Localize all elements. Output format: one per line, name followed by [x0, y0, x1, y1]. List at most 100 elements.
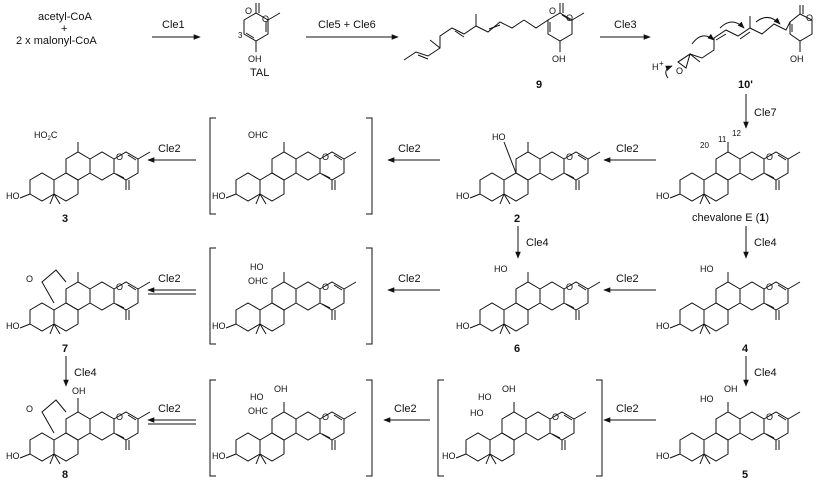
enzyme-7-to-8: Cle4 — [74, 367, 97, 379]
compound-5-structure — [669, 401, 801, 465]
enzyme-1-to-2: Cle2 — [616, 143, 639, 155]
c1-c11-label: 11 — [718, 135, 727, 144]
compound-5-label: 5 — [742, 469, 748, 481]
bracket-right-row4a — [366, 379, 373, 477]
row4-ring-o: O — [322, 412, 329, 422]
compound-4-structure — [669, 271, 801, 335]
compound-9-label: 9 — [536, 79, 542, 91]
c8-lactone-ring — [41, 399, 67, 434]
bracket-right-row2 — [366, 117, 373, 215]
c10-proton-charge: + — [659, 59, 664, 68]
bracket-left-row3 — [209, 247, 216, 345]
row3-11-oh: HO — [250, 262, 264, 272]
c10-oh: OH — [790, 54, 804, 64]
enzyme-4-to-6: Cle2 — [616, 273, 639, 285]
row2-3-oh: HO — [212, 191, 226, 201]
enzyme-5-to-diol: Cle2 — [616, 403, 639, 415]
c6-3-oh: HO — [456, 321, 470, 331]
malonyl-coa-label: 2 x malonyl-CoA — [16, 35, 97, 47]
c3-ring-o: O — [116, 152, 123, 162]
enzyme-6-to-aldehyde: Cle2 — [398, 273, 421, 285]
bracket-left-row4a — [209, 379, 216, 477]
enzyme-cle1: Cle1 — [162, 19, 185, 31]
compound-7-structure — [19, 271, 151, 335]
row4-ohc: OHC — [248, 406, 269, 416]
c10-proton: H — [652, 62, 659, 72]
c9-oh: OH — [552, 54, 566, 64]
row3-ohc: OHC — [248, 276, 269, 286]
c6-ring-o: O — [566, 282, 573, 292]
c10-ring-o: O — [806, 13, 813, 23]
tal-ring-o: O — [262, 14, 269, 24]
row3-3-oh: HO — [212, 321, 226, 331]
c1-ring-o: O — [766, 152, 773, 162]
bracket-left-row2 — [209, 117, 216, 215]
c2-ch2oh: HO — [492, 132, 506, 142]
tal-oh: OH — [248, 54, 262, 64]
compound-8-structure — [19, 401, 151, 465]
row4-12-oh: OH — [274, 384, 288, 394]
c8-12-oh: OH — [72, 386, 86, 396]
compound-1-name: chevalone E (1) — [692, 212, 769, 224]
tal-carbonyl-o: O — [245, 6, 252, 16]
aldehyde-intermediate-row2 — [225, 141, 357, 205]
aldehyde-intermediate-row4 — [225, 401, 357, 465]
plus-sign: + — [61, 23, 67, 35]
c1-c20-label: 20 — [700, 141, 709, 150]
tal-c3-label: 3 — [238, 31, 243, 40]
compound-7-label: 7 — [62, 343, 68, 355]
c5-ring-o: O — [766, 412, 773, 422]
row2-ring-o: O — [322, 152, 329, 162]
c7-3-oh: HO — [6, 321, 20, 331]
c5-11-oh: HO — [700, 394, 714, 404]
enzyme-1-to-4: Cle4 — [754, 237, 777, 249]
enzyme-diol-to-aldehyde: Cle2 — [394, 403, 417, 415]
aldehyde-intermediate-row3 — [225, 271, 357, 335]
c9-carbonyl-o: O — [549, 6, 556, 16]
c10-epoxide-o: O — [676, 66, 683, 76]
c8-3-oh: HO — [6, 451, 20, 461]
acetyl-coa-label: acetyl-CoA — [38, 11, 92, 23]
c3-carboxyl: HO2C — [34, 130, 58, 142]
compound-10-label: 10' — [738, 79, 753, 91]
diol-3-oh: HO — [442, 451, 456, 461]
diol-ch2oh: HO — [470, 408, 484, 418]
compound-3-structure — [19, 141, 151, 205]
row4-3-oh: HO — [212, 451, 226, 461]
compound-2-label: 2 — [514, 213, 520, 225]
compound-10-structure — [665, 5, 813, 79]
enzyme-cle3: Cle3 — [614, 19, 637, 31]
enzyme-cle5-cle6: Cle5 + Cle6 — [318, 19, 376, 31]
row3-ring-o: O — [322, 282, 329, 292]
enzyme-aldehyde-to-8: Cle2 — [158, 403, 181, 415]
compound-6-structure — [469, 271, 601, 335]
c2-ch2oh-bond — [503, 141, 517, 174]
c3-3-oh: HO — [6, 191, 20, 201]
compound-3-label: 3 — [62, 213, 68, 225]
diol-12-oh: OH — [502, 384, 516, 394]
c2-ring-o: O — [566, 152, 573, 162]
diol-11-oh: HO — [478, 392, 492, 402]
row4-11-oh: HO — [250, 392, 264, 402]
compound-2-structure — [469, 141, 601, 205]
c8-lactone-carbonyl-o: O — [26, 404, 33, 414]
c2-3-oh: HO — [456, 191, 470, 201]
c8-ring-o: O — [116, 412, 123, 422]
c6-11-oh: HO — [494, 264, 508, 274]
enzyme-2-to-aldehyde: Cle2 — [398, 143, 421, 155]
compound-tal-label: TAL — [250, 67, 269, 79]
bracket-left-row4b — [437, 379, 444, 477]
c5-12-oh: OH — [724, 384, 738, 394]
row2-ohc: OHC — [248, 130, 269, 140]
compound-4-label: 4 — [742, 343, 749, 355]
compound-1-structure — [669, 141, 801, 205]
c9-ring-o: O — [566, 13, 573, 23]
c7-lactone-ring — [41, 269, 67, 304]
c1-3-oh: HO — [656, 191, 670, 201]
c4-ring-o: O — [766, 282, 773, 292]
compound-6-label: 6 — [514, 343, 520, 355]
enzyme-aldehyde-to-7: Cle2 — [158, 273, 181, 285]
compound-8-label: 8 — [62, 469, 68, 481]
